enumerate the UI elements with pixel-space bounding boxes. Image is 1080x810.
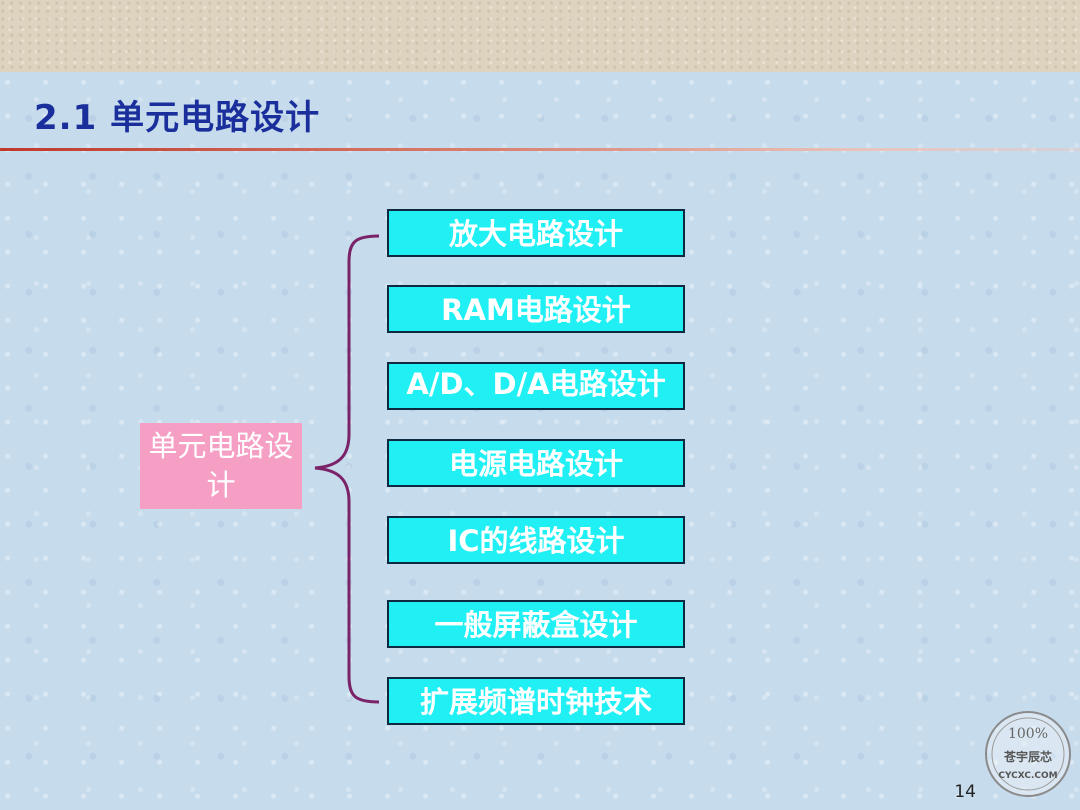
slide-title: 2.1 单元电路设计 [34,98,321,138]
item-spread-spectrum-clock: 扩展频谱时钟技术 [387,677,685,725]
item-ic-wiring-design: IC的线路设计 [387,516,685,564]
item-ad-da-circuit-design: A/D、D/A电路设计 [387,362,685,410]
seal-middle-text: 苍宇辰芯 [1003,749,1052,764]
item-power-circuit-design: 电源电路设计 [387,439,685,487]
item-ram-circuit-design: RAM电路设计 [387,285,685,333]
item-amplifier-circuit-design: 放大电路设计 [387,209,685,257]
top-texture-band [0,0,1080,72]
root-node: 单元电路设计 [140,423,302,509]
curly-brace-connector [314,234,380,704]
seal-bottom-text: CYCXC.COM [998,771,1057,781]
seal-top-text: 100% [1008,726,1048,742]
title-underline [0,148,1080,151]
page-number: 14 [954,782,976,802]
watermark-seal: 100% 苍宇辰芯 CYCXC.COM [985,711,1071,797]
item-shield-box-design: 一般屏蔽盒设计 [387,600,685,648]
